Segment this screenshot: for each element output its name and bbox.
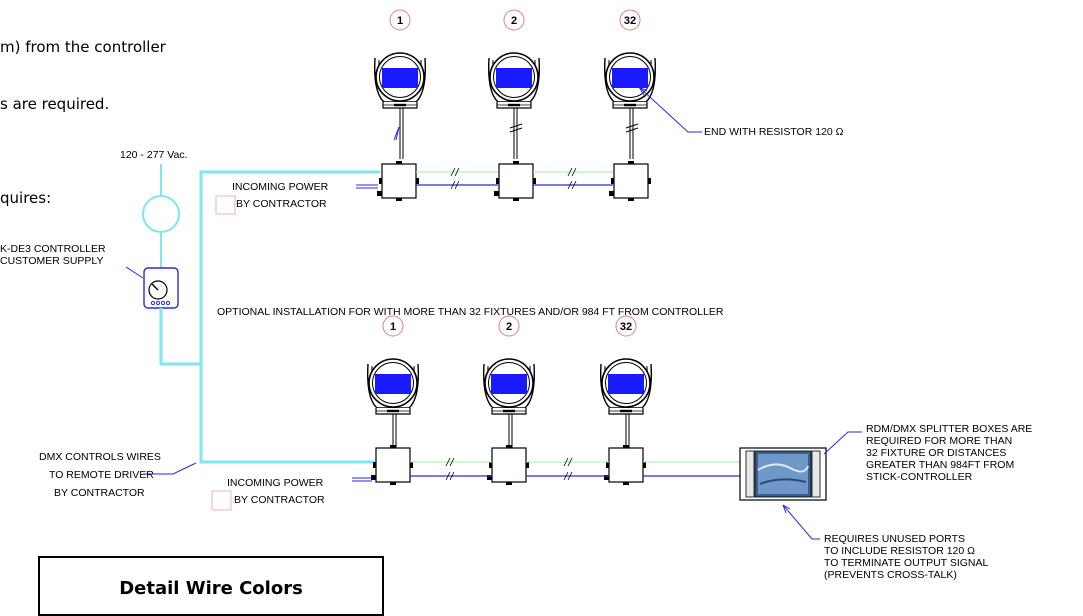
detail-wire-colors-box: Detail Wire Colors [38,556,384,616]
ports-note-line-4: (PREVENTS CROSS-TALK) [824,569,957,581]
top-fixture-number-1: 1 [397,15,403,27]
dimmer-controller [143,267,179,309]
intro-line-1: m) from the controller [0,38,167,56]
bottom-junction-box-1 [370,444,414,486]
splitter-box [739,447,827,501]
bottom-power-tag [211,490,232,511]
top-junction-box-2 [493,160,537,202]
bottom-fixture-number-1: 1 [390,321,396,333]
top-fixture-number-32: 32 [624,15,636,27]
intro-line-2: s are required. [0,95,109,113]
splitter-note-line-4: GREATER THAN 984FT FROM [866,459,1014,471]
bottom-fixture-number-32: 32 [620,321,632,333]
top-power-label-2: BY CONTRACTOR [236,198,327,210]
top-fixture-number-2: 2 [511,15,517,27]
bottom-power-label-1: INCOMING POWER [227,477,324,489]
ports-note-line-3: TO TERMINATE OUTPUT SIGNAL [824,557,988,569]
top-power-label-1: INCOMING POWER [232,181,329,193]
controller-label-1: K-DE3 CONTROLLER [0,243,106,255]
optional-installation-note: OPTIONAL INSTALLATION FOR WITH MORE THAN… [217,306,724,318]
splitter-note-line-2: REQUIRED FOR MORE THAN [866,435,1012,447]
breaker-symbol [142,195,180,233]
ports-note-line-2: TO INCLUDE RESISTOR 120 Ω [824,545,975,557]
splitter-note-line-5: STICK-CONTROLLER [866,471,973,483]
top-power-tag [215,195,236,215]
power-bus [159,308,375,464]
top-junction-box-1 [376,160,420,202]
detail-wire-colors-title: Detail Wire Colors [119,578,303,599]
ports-note-line-1: REQUIRES UNUSED PORTS [824,533,965,545]
dmx-note-line-3: BY CONTRACTOR [54,487,145,499]
splitter-note-line-1: RDM/DMX SPLITTER BOXES ARE [866,423,1032,435]
intro-line-3: quires: [0,189,51,207]
splitter-note-line-3: 32 FIXTURE OR DISTANCES [866,447,1006,459]
voltage-label: 120 - 277 Vac. [120,149,188,161]
end-note-leader [638,86,702,133]
dmx-note-line-2: TO REMOTE DRIVER [49,469,154,481]
dmx-note-line-1: DMX CONTROLS WIRES [39,451,161,463]
bottom-junction-box-32 [603,444,647,486]
bottom-junction-box-2 [486,444,530,486]
controller-label-2: CUSTOMER SUPPLY [0,255,103,267]
end-resistor-note: END WITH RESISTOR 120 Ω [704,126,844,138]
bottom-power-label-2: BY CONTRACTOR [234,494,325,506]
bottom-fixture-number-2: 2 [506,321,512,333]
top-junction-box-32 [608,160,652,202]
